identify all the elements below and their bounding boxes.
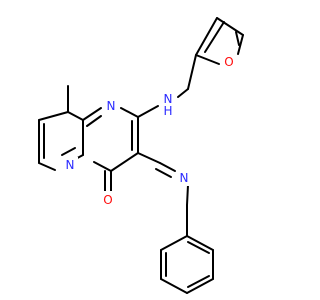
bond [237,34,244,55]
furfuryl-amine [137,17,244,118]
nitrogen-atom: N [66,158,75,172]
bond [86,115,102,127]
bond [93,161,112,172]
bond [38,162,56,171]
bond [195,17,218,56]
imine-bond [159,162,176,172]
bond [67,111,84,121]
molecule-canvas: N N N H N O O [38,17,244,294]
bond [186,278,214,294]
o-furan: O [221,54,237,70]
benzene-ring [160,235,214,294]
pyrimidinone-ring [82,107,139,193]
atom-labels: N N N H N O O [62,54,237,209]
bond [235,31,240,46]
bond [187,54,197,90]
o-carbonyl: O [100,191,116,209]
oxygen-atom: O [224,55,233,69]
hydrogen-atom: H [163,104,172,118]
molecule-structure: N N N H N O O [38,17,244,294]
pyridine-ring [38,85,84,171]
n-ring-top: N [103,98,119,114]
bond [137,152,161,164]
benzylimine [137,152,189,237]
n-ring-bottom: N [62,157,78,173]
bond [120,107,139,118]
bond [160,278,188,294]
bond [187,275,210,288]
bond [82,107,102,121]
n-amine: N H [159,92,177,118]
bond [195,54,220,65]
bond [216,17,244,36]
nitrogen-atom: N [180,171,189,185]
bond [110,152,139,172]
bond [160,235,188,251]
bond [187,241,210,254]
bond [204,21,225,53]
bond [137,105,159,118]
bond [186,184,189,206]
nitrogen-atom: N [107,99,116,113]
nitrogen-atom: N [164,92,173,106]
bond [177,88,189,98]
bond [38,111,69,121]
oxygen-atom: O [103,193,112,207]
bond [61,147,76,156]
bond [186,235,214,251]
n-imine: N [176,170,192,186]
imine-bond [155,168,172,178]
